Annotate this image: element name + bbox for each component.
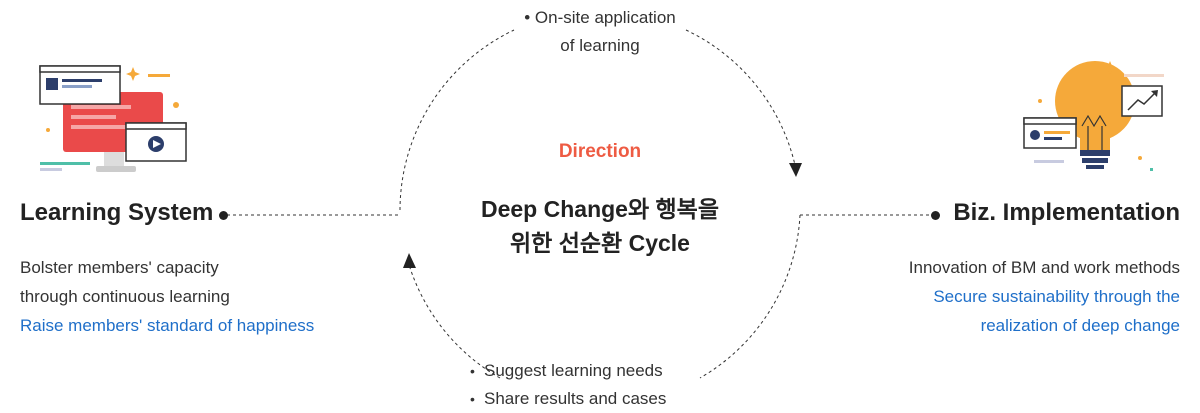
cycle-arc-top-right: [685, 29, 796, 166]
learning-system-description: Bolster members' capacity through contin…: [20, 253, 380, 340]
cycle-arc-bottom-right: [699, 214, 801, 379]
learning-system-title: Learning System: [20, 199, 214, 226]
bottom-note-item: Suggest learning needs: [470, 357, 770, 385]
cycle-arc-top-left: [399, 29, 515, 211]
left-desc-line1: Bolster members' capacity: [20, 258, 219, 277]
right-highlight-line1: Secure sustainability through the: [933, 287, 1180, 306]
top-note: • On-site application of learning: [430, 4, 770, 60]
bottom-note-item: Share results and cases: [470, 385, 770, 413]
biz-implementation-description: Innovation of BM and work methods Secure…: [780, 253, 1180, 340]
left-desc-line2: through continuous learning: [20, 287, 230, 306]
computer-learning-illustration: [39, 65, 187, 172]
center-title-line1: Deep Change와 행복을: [480, 196, 719, 222]
arrow-head-left: [403, 253, 416, 268]
center-title: Deep Change와 행복을 위한 선순환 Cycle: [430, 192, 770, 260]
direction-label: Direction: [558, 141, 642, 162]
top-note-line2: of learning: [560, 36, 640, 55]
left-node-dot: [219, 211, 228, 220]
lightbulb-business-illustration: [1023, 61, 1164, 171]
arrow-head-right: [789, 163, 802, 177]
bottom-note: Suggest learning needs Share results and…: [470, 357, 770, 413]
biz-implementation-title: Biz. Implementation: [953, 199, 1180, 226]
top-note-line1: • On-site application: [524, 8, 676, 27]
left-highlight: Raise members' standard of happiness: [20, 316, 315, 335]
right-desc-line1: Innovation of BM and work methods: [908, 258, 1180, 277]
right-node-dot: [931, 211, 940, 220]
right-highlight-line2: realization of deep change: [980, 316, 1180, 335]
center-title-line2: 위한 선순환 Cycle: [510, 230, 690, 256]
